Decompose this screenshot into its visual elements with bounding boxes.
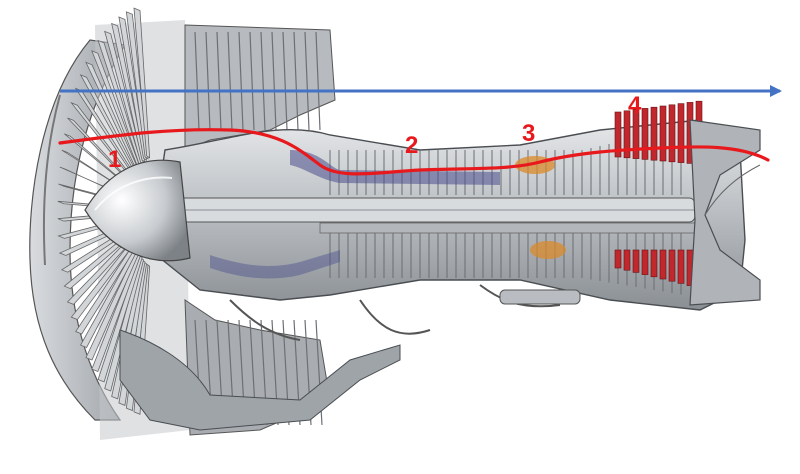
gas-path-curve	[58, 128, 770, 176]
turbine-blade	[641, 108, 649, 160]
turbine-blade	[641, 249, 649, 275]
turbine-blade	[659, 249, 667, 280]
frame-rib	[216, 31, 222, 131]
frame-rib	[194, 31, 200, 131]
turbine-blade	[677, 103, 685, 163]
frame-rib	[205, 31, 211, 131]
fan-blade	[133, 7, 151, 159]
turbine-blade	[623, 249, 631, 271]
exhaust-nozzle	[689, 119, 761, 306]
fan-blade	[104, 257, 145, 392]
turbine-blade	[650, 249, 658, 278]
fan-blade	[118, 16, 148, 162]
turbine-blade	[650, 106, 658, 161]
frame-rib	[282, 31, 288, 131]
frame-rib	[227, 31, 233, 131]
fan-blade	[111, 22, 146, 163]
turbine-blade	[632, 249, 640, 273]
station-label-4: 4	[628, 92, 642, 119]
turbine-blade	[668, 249, 676, 282]
turbine-blade	[668, 104, 676, 163]
turbine-blade	[623, 110, 631, 159]
frame-rib	[271, 31, 277, 131]
turbine-blade	[659, 105, 667, 162]
turbine-blade	[614, 249, 622, 269]
station-label-1: 1	[108, 146, 121, 173]
turbine-blade	[614, 111, 622, 158]
accessory-gearbox	[119, 284, 581, 431]
turbine-blade	[632, 109, 640, 159]
spinner-cone	[84, 159, 191, 262]
frame-rib	[260, 31, 266, 131]
frame-rib	[315, 31, 321, 131]
frame-rib	[238, 31, 244, 131]
turbine-blade	[677, 249, 685, 284]
fan-blade	[125, 11, 149, 160]
station-label-2: 2	[405, 132, 418, 159]
frame-rib	[249, 31, 255, 131]
station-label-3: 3	[522, 120, 535, 147]
engine-illustration	[29, 7, 761, 440]
frame-rib	[293, 31, 299, 131]
compressor-section	[210, 150, 500, 279]
frame-rib	[304, 31, 310, 131]
